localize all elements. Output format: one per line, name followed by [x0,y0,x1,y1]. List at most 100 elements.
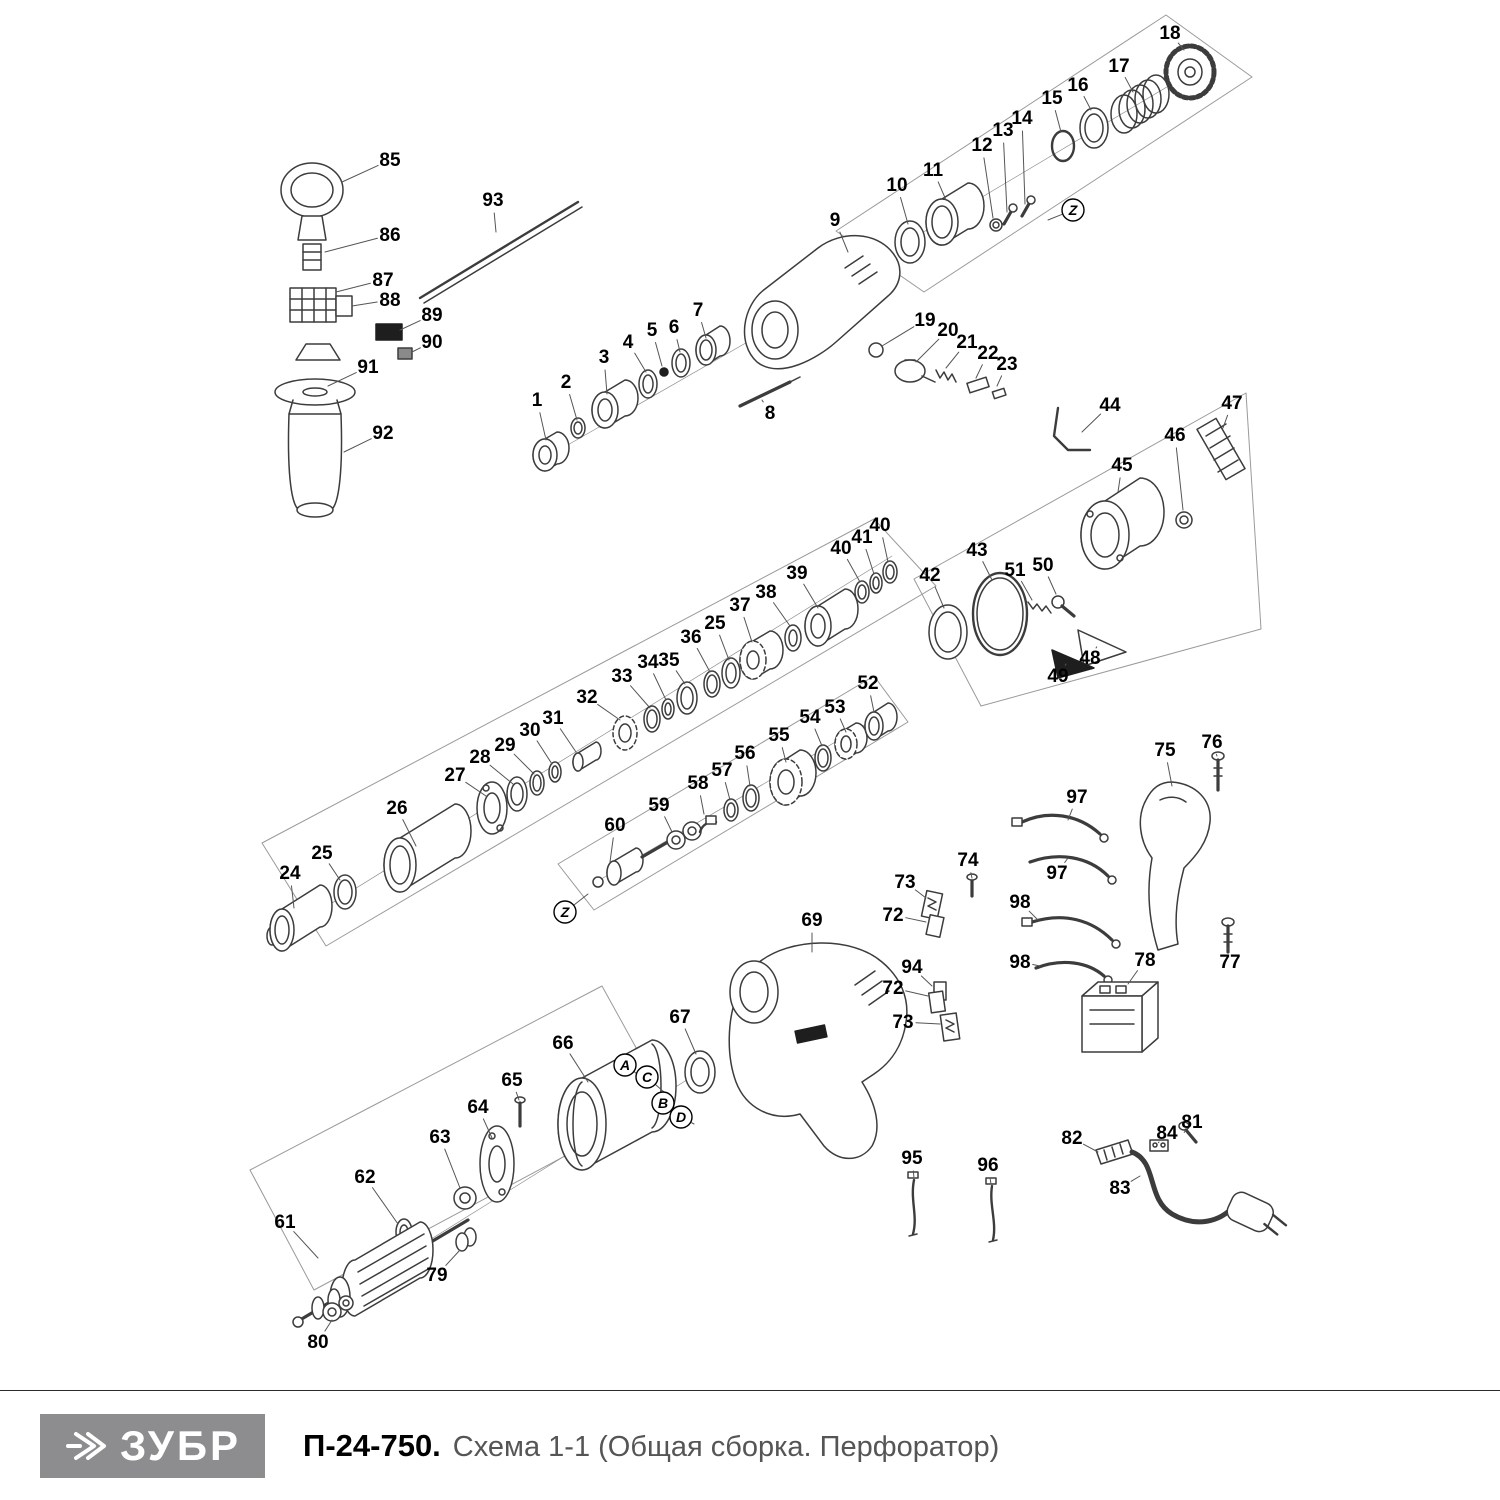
part-number-label: 36 [680,627,701,648]
part-number-label: 33 [611,666,632,687]
svg-text:D: D [676,1109,686,1125]
part-number-label: 97 [1046,863,1067,884]
part-number-label: 45 [1111,455,1133,476]
part-number-label: 85 [379,150,401,171]
gear-shaft-parts-drawing [592,702,898,888]
part-number-label: 13 [992,120,1013,141]
circled-ref-label: C [635,1065,659,1089]
svg-text:Z: Z [1068,202,1078,218]
part-number-label: 18 [1159,23,1180,44]
svg-text:A: A [619,1057,630,1073]
part-number-label: 1 [532,390,543,411]
part-number-label: 37 [729,595,750,616]
part-number-label: 2 [561,372,572,393]
part-number-label: 22 [977,343,998,364]
part-number-label: 60 [604,815,625,836]
side-handle-assembly-drawing [274,162,583,518]
zubr-logo-icon [66,1431,106,1460]
power-cable-parts-drawing [1095,1121,1288,1236]
part-number-label: 75 [1154,740,1176,761]
clutch-parts-drawing [868,342,1007,400]
circled-ref-label: D [669,1105,693,1129]
part-number-label: 12 [971,135,992,156]
part-number-label: 31 [542,708,564,729]
circled-ref-label: A [613,1053,637,1077]
part-number-label: 83 [1109,1178,1130,1199]
part-number-label: 21 [956,332,978,353]
brand-name: ЗУБР [120,1421,242,1469]
part-number-label: 59 [648,795,669,816]
part-number-label: 97 [1066,787,1087,808]
part-number-label: 15 [1041,88,1063,109]
part-number-label: 77 [1219,952,1240,973]
svg-text:C: C [642,1069,653,1085]
gearbox-housing-drawing [743,235,901,370]
part-number-label: 93 [482,190,503,211]
part-number-label: 41 [851,527,873,548]
part-number-label: 73 [892,1012,913,1033]
svg-text:Z: Z [560,904,570,920]
part-number-label: 20 [937,320,958,341]
circled-ref-label: Z [1061,198,1085,222]
brush-parts-drawing [920,873,978,1042]
part-number-label: 52 [857,673,878,694]
part-number-label: 25 [704,613,726,634]
part-number-label: 27 [444,765,465,786]
part-number-label: 86 [379,225,400,246]
part-number-label: 55 [768,725,790,746]
part-number-label: 47 [1221,393,1242,414]
circled-ref-label: B [651,1091,675,1115]
part-number-label: 48 [1079,648,1100,669]
part-number-label: 39 [786,563,807,584]
motor-housing-drawing [728,942,908,1160]
part-number-label: 74 [957,850,979,871]
part-number-label: 28 [469,747,490,768]
part-number-label: 87 [372,270,393,291]
scheme-title: Схема 1-1 (Общая сборка. Перфоратор) [452,1430,1000,1463]
part-number-label: 50 [1032,555,1053,576]
part-number-label: 40 [830,538,851,559]
part-number-label: 46 [1164,425,1185,446]
part-number-label: 9 [830,210,841,231]
part-number-label: 42 [919,565,940,586]
rear-handle-drawing [1139,751,1235,954]
part-number-label: 90 [421,332,442,353]
part-number-label: 16 [1067,75,1088,96]
part-number-label: 32 [576,687,597,708]
chuck-assembly-drawing [532,325,801,472]
part-number-label: 53 [824,697,845,718]
part-number-label: 72 [882,978,903,999]
part-number-label: 63 [429,1127,450,1148]
axis-lines [281,71,1193,1323]
part-number-label: 17 [1108,56,1129,77]
part-number-label: 40 [869,515,890,536]
part-number-label: 6 [669,317,680,338]
brand-logo: ЗУБР [40,1413,266,1478]
leader-lines [290,42,1229,1332]
part-number-label: 92 [372,423,393,444]
part-number-label: 89 [421,305,442,326]
svg-text:B: B [658,1095,668,1111]
part-number-label: 76 [1201,732,1222,753]
part-number-label: 58 [687,773,708,794]
footer: ЗУБР П-24-750. Схема 1-1 (Общая сборка. П… [0,1390,1500,1500]
wire-parts-drawing [1011,813,1121,985]
part-number-label: 51 [1004,560,1026,581]
diagram-canvas: 8593868788899091921234567891011121314151… [249,14,1288,1353]
part-number-label: 64 [467,1097,489,1118]
part-number-label: 81 [1181,1112,1203,1133]
part-number-label: 29 [494,735,515,756]
part-number-label: 67 [669,1007,690,1028]
part-number-label: 3 [599,347,610,368]
part-number-label: 65 [501,1070,523,1091]
part-number-label: 7 [693,300,704,321]
part-number-label: 5 [647,320,658,341]
model-number: П-24-750. [303,1427,441,1463]
part-number-label: 72 [882,905,903,926]
part-number-label: 19 [914,310,935,331]
mode-selector-parts-drawing [928,406,1246,679]
part-number-label: 49 [1047,666,1068,687]
spindle-parts-drawing [266,560,898,952]
scheme-title-block: П-24-750. Схема 1-1 (Общая сборка. Перфор… [303,1428,999,1464]
